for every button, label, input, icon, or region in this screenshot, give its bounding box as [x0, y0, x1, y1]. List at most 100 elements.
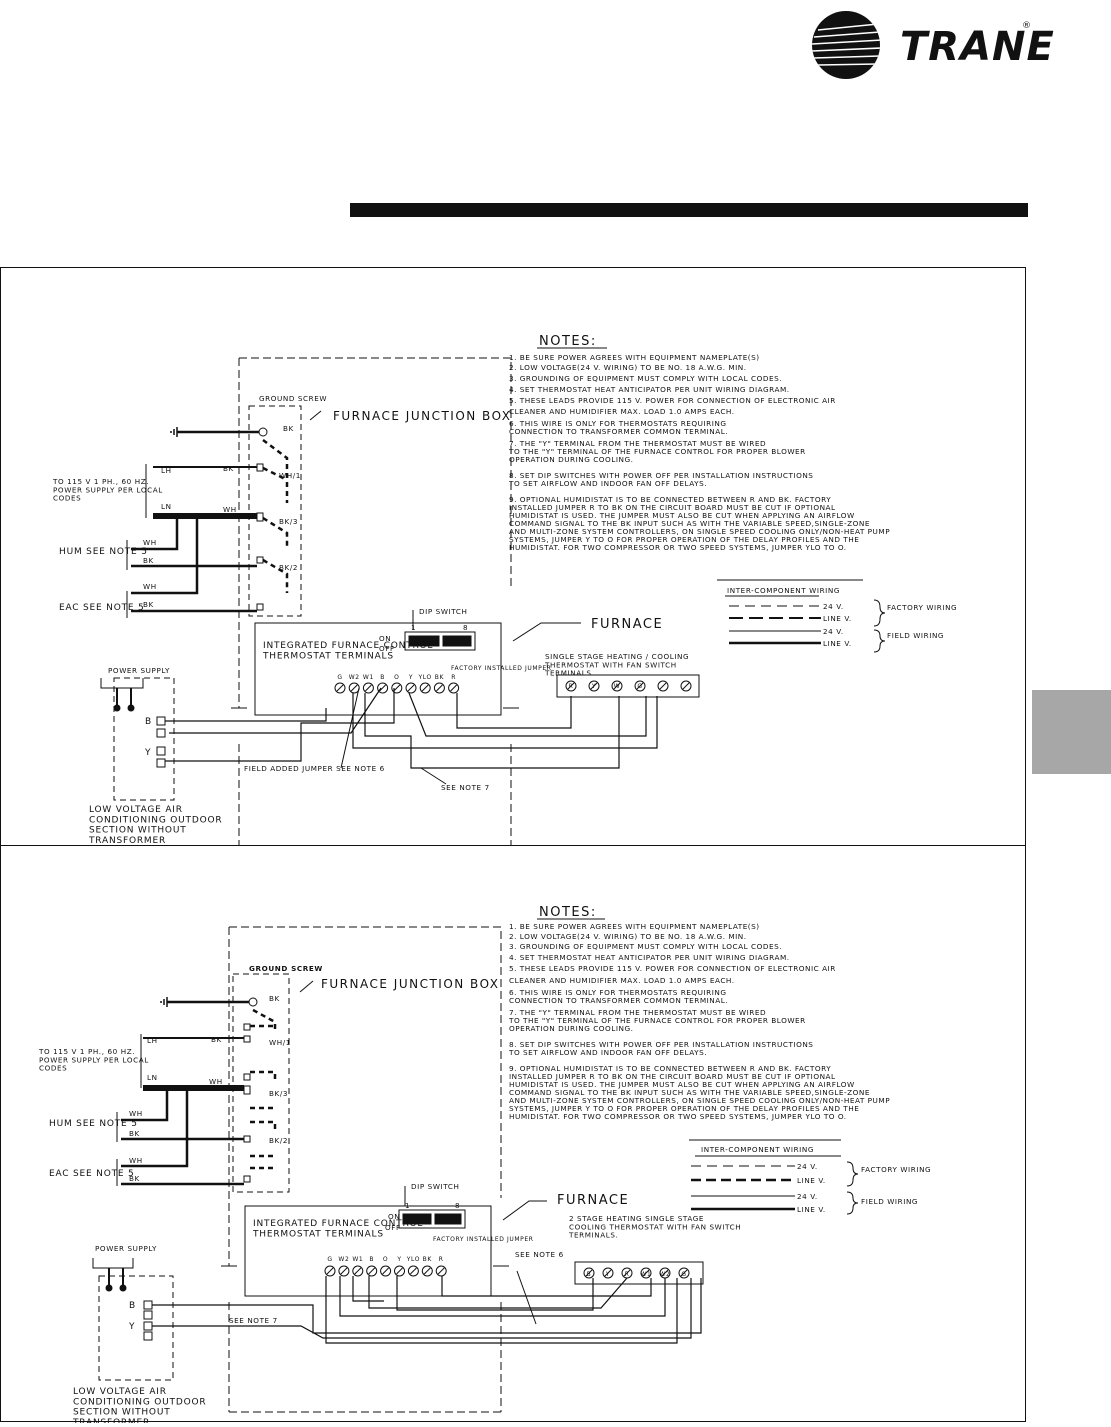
legend-label: 24 V. — [823, 602, 844, 611]
trane-brand: TRANE — [900, 24, 1055, 70]
note-line: 9. OPTIONAL HUMIDISTAT IS TO BE CONNECTE… — [509, 495, 831, 504]
lh-label: LH — [147, 1036, 158, 1045]
field-wiring — [152, 1276, 702, 1344]
note-line: INSTALLED JUMPER R TO BK ON THE CIRCUIT … — [509, 503, 836, 512]
junction-box-label: FURNACE JUNCTION BOX — [321, 977, 499, 991]
junction-box-label: FURNACE JUNCTION BOX — [333, 409, 511, 423]
stat-terminal-icon — [583, 1267, 595, 1279]
note-line: HUMIDISTAT IS USED. THE JUMPER MUST ALSO… — [509, 1080, 855, 1089]
board-terminal-icon — [334, 682, 346, 694]
dip-off-label: OFF — [385, 1223, 401, 1232]
ground-screw-icon — [248, 997, 258, 1007]
board-terminal-label: Y — [396, 1256, 401, 1263]
note-line: INSTALLED JUMPER R TO BK ON THE CIRCUIT … — [509, 1072, 836, 1081]
board-terminal-icon — [391, 682, 403, 694]
eac-label: EAC SEE NOTE 5 — [49, 1169, 135, 1179]
board-terminal-label: B — [369, 1256, 374, 1263]
legend-title: INTER-COMPONENT WIRING — [701, 1145, 814, 1154]
note-line: COMMAND SIGNAL TO THE BK INPUT SUCH AS W… — [509, 519, 870, 528]
board-terminal-icon — [407, 1265, 419, 1277]
ground-screw-icon — [258, 427, 268, 437]
board-terminal-label: Y — [408, 674, 413, 681]
note-line: SYSTEMS, JUMPER Y TO O FOR PROPER OPERAT… — [509, 535, 859, 544]
outdoor-b-label: B — [129, 1301, 136, 1311]
eac-label: EAC SEE NOTE 5 — [59, 603, 145, 613]
board-terminal-label: O — [394, 674, 399, 681]
note-line: HUMIDISTAT IS USED. THE JUMPER MUST ALSO… — [509, 511, 855, 520]
dip-on-label: ON — [379, 634, 391, 643]
board-terminal-label: BK — [435, 674, 445, 681]
notes-title: NOTES: — [539, 334, 597, 349]
note-line: 9. OPTIONAL HUMIDISTAT IS TO BE CONNECTE… — [509, 1064, 831, 1073]
wire-label: BK — [269, 994, 280, 1003]
terminal-wh1-label: WH/1 — [279, 471, 301, 480]
lh-label: LH — [161, 466, 172, 475]
note-line: HUMIDISTAT. FOR TWO COMPRESSOR OR TWO SP… — [509, 1112, 847, 1121]
thermostat-outline — [574, 1261, 704, 1285]
note-line: 1. BE SURE POWER AGREES WITH EQUIPMENT N… — [509, 353, 760, 362]
note-line: 1. BE SURE POWER AGREES WITH EQUIPMENT N… — [509, 922, 760, 931]
board-terminal-icon — [348, 682, 360, 694]
factory-wiring-label: FACTORY WIRING — [861, 1165, 931, 1174]
board-terminal-label: O — [383, 1256, 388, 1263]
outdoor-section-outline — [113, 677, 175, 801]
factory-wiring-label: FACTORY WIRING — [887, 603, 957, 612]
note-line: 4. SET THERMOSTAT HEAT ANTICIPATOR PER U… — [509, 385, 790, 394]
wire-label: BK — [143, 556, 154, 565]
wire-label: BK — [283, 424, 294, 433]
board-terminal-label: W2 — [338, 1256, 349, 1263]
junction-box-outline — [248, 405, 302, 617]
note-line: TO SET AIRFLOW AND INDOOR FAN OFF DELAYS… — [508, 1048, 707, 1057]
board-terminal-label: G — [327, 1256, 332, 1263]
wire-label: BK — [129, 1129, 140, 1138]
field-wiring-label: FIELD WIRING — [887, 631, 944, 640]
outdoor-y-label: Y — [144, 748, 151, 758]
board-terminal-icon — [405, 682, 417, 694]
stat-terminal-label: G — [681, 1271, 686, 1278]
note-line: OPERATION DURING COOLING. — [509, 1024, 633, 1033]
legend-label: LINE V. — [797, 1205, 826, 1214]
terminal-wh1-label: WH/1 — [269, 1038, 291, 1047]
stat-terminal-label: W2 — [660, 1271, 671, 1278]
stat-terminal-icon — [678, 1267, 690, 1279]
note-line: CONNECTION TO TRANSFORMER COMMON TERMINA… — [509, 996, 728, 1005]
note-line: 2. LOW VOLTAGE(24 V. WIRING) TO BE NO. 1… — [509, 932, 747, 941]
power-supply-title: POWER SUPPLY — [95, 1244, 157, 1253]
trane-globe-icon — [812, 11, 880, 79]
stat-terminal-icon — [657, 680, 669, 692]
wire-label: BK — [143, 600, 154, 609]
board-terminal-icon — [338, 1265, 350, 1277]
wire-label: BK — [223, 464, 234, 473]
note-line: TO THE "Y" TERMINAL OF THE FURNACE CONTR… — [508, 1016, 806, 1025]
dip-1-label: 1 — [411, 623, 416, 632]
wire-label: BK — [211, 1035, 222, 1044]
see-note-6-label: SEE NOTE 6 — [515, 1250, 564, 1259]
note-line: TO SET AIRFLOW AND INDOOR FAN OFF DELAYS… — [508, 479, 707, 488]
board-terminal-icon — [419, 682, 431, 694]
junction-box-outline — [232, 973, 290, 1193]
note-line: 5. THESE LEADS PROVIDE 115 V. POWER FOR … — [509, 964, 836, 973]
board-terminal-label: W2 — [349, 674, 360, 681]
power-supply-title: POWER SUPPLY — [108, 666, 170, 675]
board-terminal-label: YLO — [418, 674, 432, 681]
control-board-outline — [244, 1205, 492, 1297]
terminal-bk3-label: BK/3 — [269, 1089, 288, 1098]
wire-label: WH — [143, 582, 157, 591]
board-terminal-icon — [433, 682, 445, 694]
stat-terminal-icon — [640, 1267, 652, 1279]
outdoor-section-outline — [98, 1275, 174, 1381]
stat-terminal-icon — [602, 1267, 614, 1279]
board-terminal-icon — [394, 1265, 405, 1277]
field-wiring-label: FIELD WIRING — [861, 1197, 918, 1206]
board-terminal-icon — [435, 1265, 447, 1277]
stat-terminal-label: R — [569, 683, 574, 690]
board-terminal-label: G — [337, 674, 342, 681]
ground-screw-label: GROUND SCREW — [259, 394, 327, 403]
dip-off-label: OFF — [379, 644, 395, 653]
ground-symbol-icon — [160, 997, 168, 1007]
